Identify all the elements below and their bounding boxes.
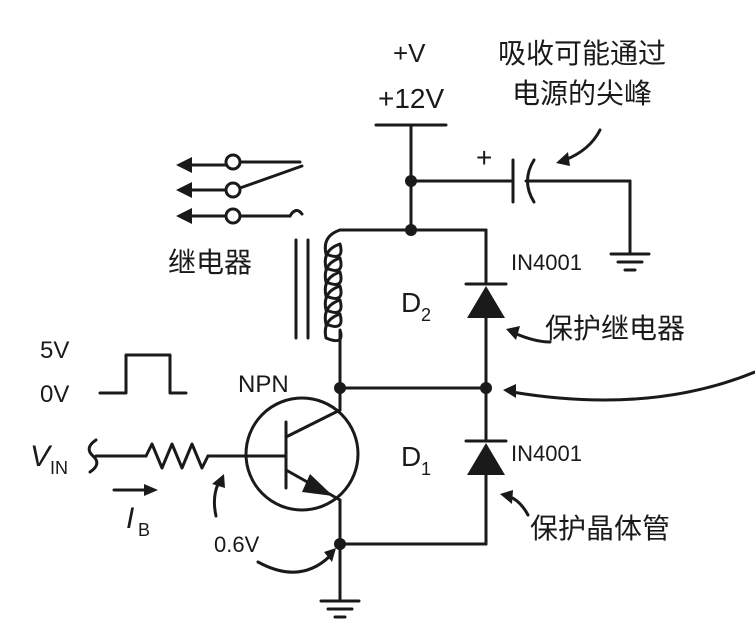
transistor-circle <box>244 396 360 512</box>
vbe-arrowhead <box>212 474 225 488</box>
base-resistor <box>144 442 210 470</box>
ib-label-sub: B <box>138 520 150 540</box>
supply-terminal: +V +12V <box>374 38 448 127</box>
d1-note-arrowhead <box>500 490 513 504</box>
bypass-capacitor: + <box>409 142 632 254</box>
cap-ground-icon <box>609 252 651 272</box>
coil-winding <box>323 228 343 370</box>
supply-label-12v: +12V <box>378 83 444 114</box>
relay-coil <box>294 228 343 370</box>
d2-name: D <box>401 287 421 318</box>
d2-part-label: IN4001 <box>511 250 582 275</box>
emitter-note-arrow <box>256 554 332 574</box>
diode-d2 <box>464 282 508 318</box>
cap-note-line1: 吸收可能通过 <box>498 37 666 70</box>
d2-note: 保护继电器 <box>545 312 685 345</box>
cap-note-line2: 电源的尖峰 <box>512 77 652 110</box>
vbe-arrow <box>212 482 220 518</box>
d1-triangle <box>467 443 505 475</box>
ib-arrowhead <box>144 484 158 496</box>
d1-note: 保护晶体管 <box>530 512 670 545</box>
emitter-note-arrowhead <box>324 548 336 562</box>
cap-plus-sign: + <box>476 142 492 173</box>
d2-triangle <box>467 286 505 318</box>
cap-note-arrowhead <box>556 152 570 166</box>
vbe-label: 0.6V <box>214 532 260 557</box>
d2-note-arrowhead <box>506 326 520 340</box>
input-pulse-waveform <box>98 353 188 395</box>
d1-part-label: IN4001 <box>511 441 582 466</box>
supply-label-v: +V <box>393 38 426 68</box>
relay-label: 继电器 <box>168 246 252 279</box>
d2-name-sub: 2 <box>421 305 431 325</box>
input-terminal <box>87 438 99 474</box>
d1-name: D <box>401 441 421 472</box>
diode-junction-dot <box>480 382 492 394</box>
relay-contacts-icon <box>176 153 304 225</box>
transistor-type-label: NPN <box>238 371 289 398</box>
vin-label-sub: IN <box>50 458 68 478</box>
d1-name-sub: 1 <box>421 459 431 479</box>
input-high-label: 5V <box>40 337 69 364</box>
input-low-label: 0V <box>40 381 69 408</box>
vin-label: V <box>30 440 53 473</box>
npn-transistor <box>244 386 360 546</box>
emitter-lead-end <box>324 490 342 502</box>
ib-label: I <box>126 502 134 535</box>
emitter-arrow <box>302 474 333 496</box>
ground-icon <box>319 599 361 619</box>
side-note-arrow <box>510 370 755 402</box>
cap-note-arrow <box>563 128 602 162</box>
transistor-collector-lead <box>284 408 342 439</box>
side-note-arrowhead <box>503 384 516 398</box>
diode-d1 <box>464 439 508 475</box>
